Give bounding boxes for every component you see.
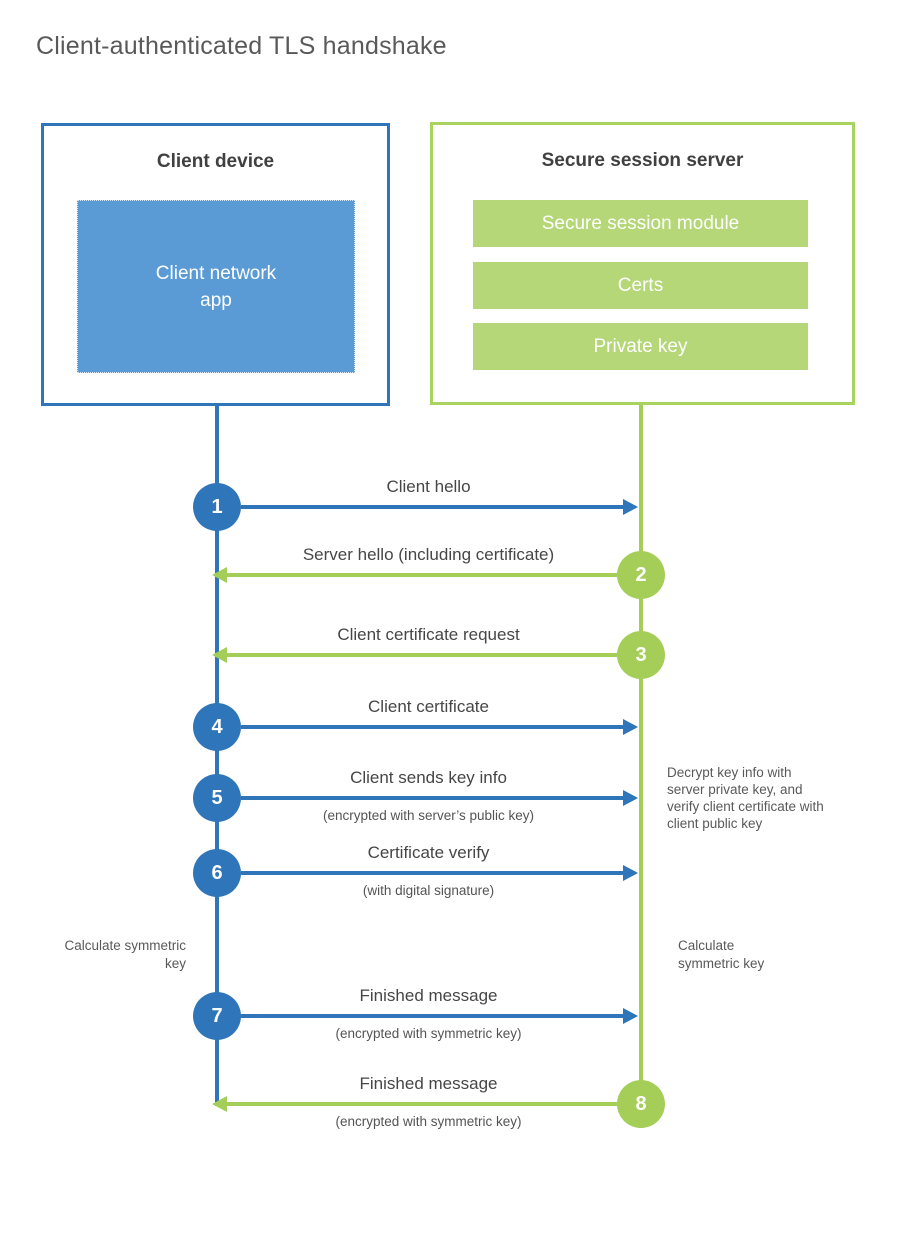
message-arrow-1 — [241, 505, 623, 509]
step-badge-6: 6 — [193, 849, 241, 897]
step-badge-2: 2 — [617, 551, 665, 599]
step-badge-5: 5 — [193, 774, 241, 822]
step-badge-4: 4 — [193, 703, 241, 751]
server-module-private-key: Private key — [473, 323, 808, 370]
step-badge-8: 8 — [617, 1080, 665, 1128]
message-arrow-6 — [241, 871, 623, 875]
message-arrow-8 — [227, 1102, 617, 1106]
message-label-4: Client certificate — [368, 697, 489, 716]
message-label-3: Client certificate request — [337, 625, 520, 644]
client-lifeline — [215, 406, 219, 1106]
message-arrow-5 — [241, 796, 623, 800]
message-arrow-7 — [241, 1014, 623, 1018]
message-arrow-3 — [227, 653, 617, 657]
message-arrow-4 — [241, 725, 623, 729]
arrowhead-left-icon — [212, 1096, 227, 1112]
message-label-2: Server hello (including certificate) — [302, 545, 555, 564]
arrowhead-right-icon — [623, 865, 638, 881]
client-calculate-symmetric-key-note: Calculate symmetric key — [64, 938, 186, 971]
step-badge-7: 7 — [193, 992, 241, 1040]
message-sublabel-8: (encrypted with symmetric key) — [335, 1114, 522, 1129]
message-arrow-2 — [227, 573, 617, 577]
server-lifeline — [639, 405, 643, 1128]
message-label-8: Finished message — [359, 1074, 498, 1093]
message-label-1: Client hello — [386, 477, 471, 496]
arrowhead-left-icon — [212, 567, 227, 583]
arrowhead-right-icon — [623, 499, 638, 515]
step-badge-1: 1 — [193, 483, 241, 531]
client-device-box: Client device Client network app — [41, 123, 390, 406]
step-badge-3: 3 — [617, 631, 665, 679]
client-network-app-box: Client network app — [77, 200, 355, 373]
client-device-title: Client device — [156, 151, 275, 172]
server-module-certs: Certs — [473, 262, 808, 309]
message-label-5: Client sends key info — [350, 768, 507, 787]
server-decrypt-note: Decrypt key info with server private key… — [667, 765, 824, 831]
message-label-6: Certificate verify — [367, 843, 490, 862]
message-label-7: Finished message — [359, 986, 498, 1005]
message-sublabel-6: (with digital signature) — [362, 883, 495, 898]
arrowhead-right-icon — [623, 790, 638, 806]
secure-session-server-title: Secure session server — [541, 150, 744, 171]
message-sublabel-5: (encrypted with server’s public key) — [322, 808, 535, 823]
arrowhead-left-icon — [212, 647, 227, 663]
message-sublabel-7: (encrypted with symmetric key) — [335, 1026, 522, 1041]
secure-session-server-box: Secure session server Secure session mod… — [430, 122, 855, 405]
arrowhead-right-icon — [623, 719, 638, 735]
client-network-app-label: Client network app — [155, 262, 277, 311]
arrowhead-right-icon — [623, 1008, 638, 1024]
server-calculate-symmetric-key-note: Calculate symmetric key — [678, 938, 765, 971]
page-title: Client-authenticated TLS handshake — [36, 32, 447, 60]
server-module-secure-session-module: Secure session module — [473, 200, 808, 247]
